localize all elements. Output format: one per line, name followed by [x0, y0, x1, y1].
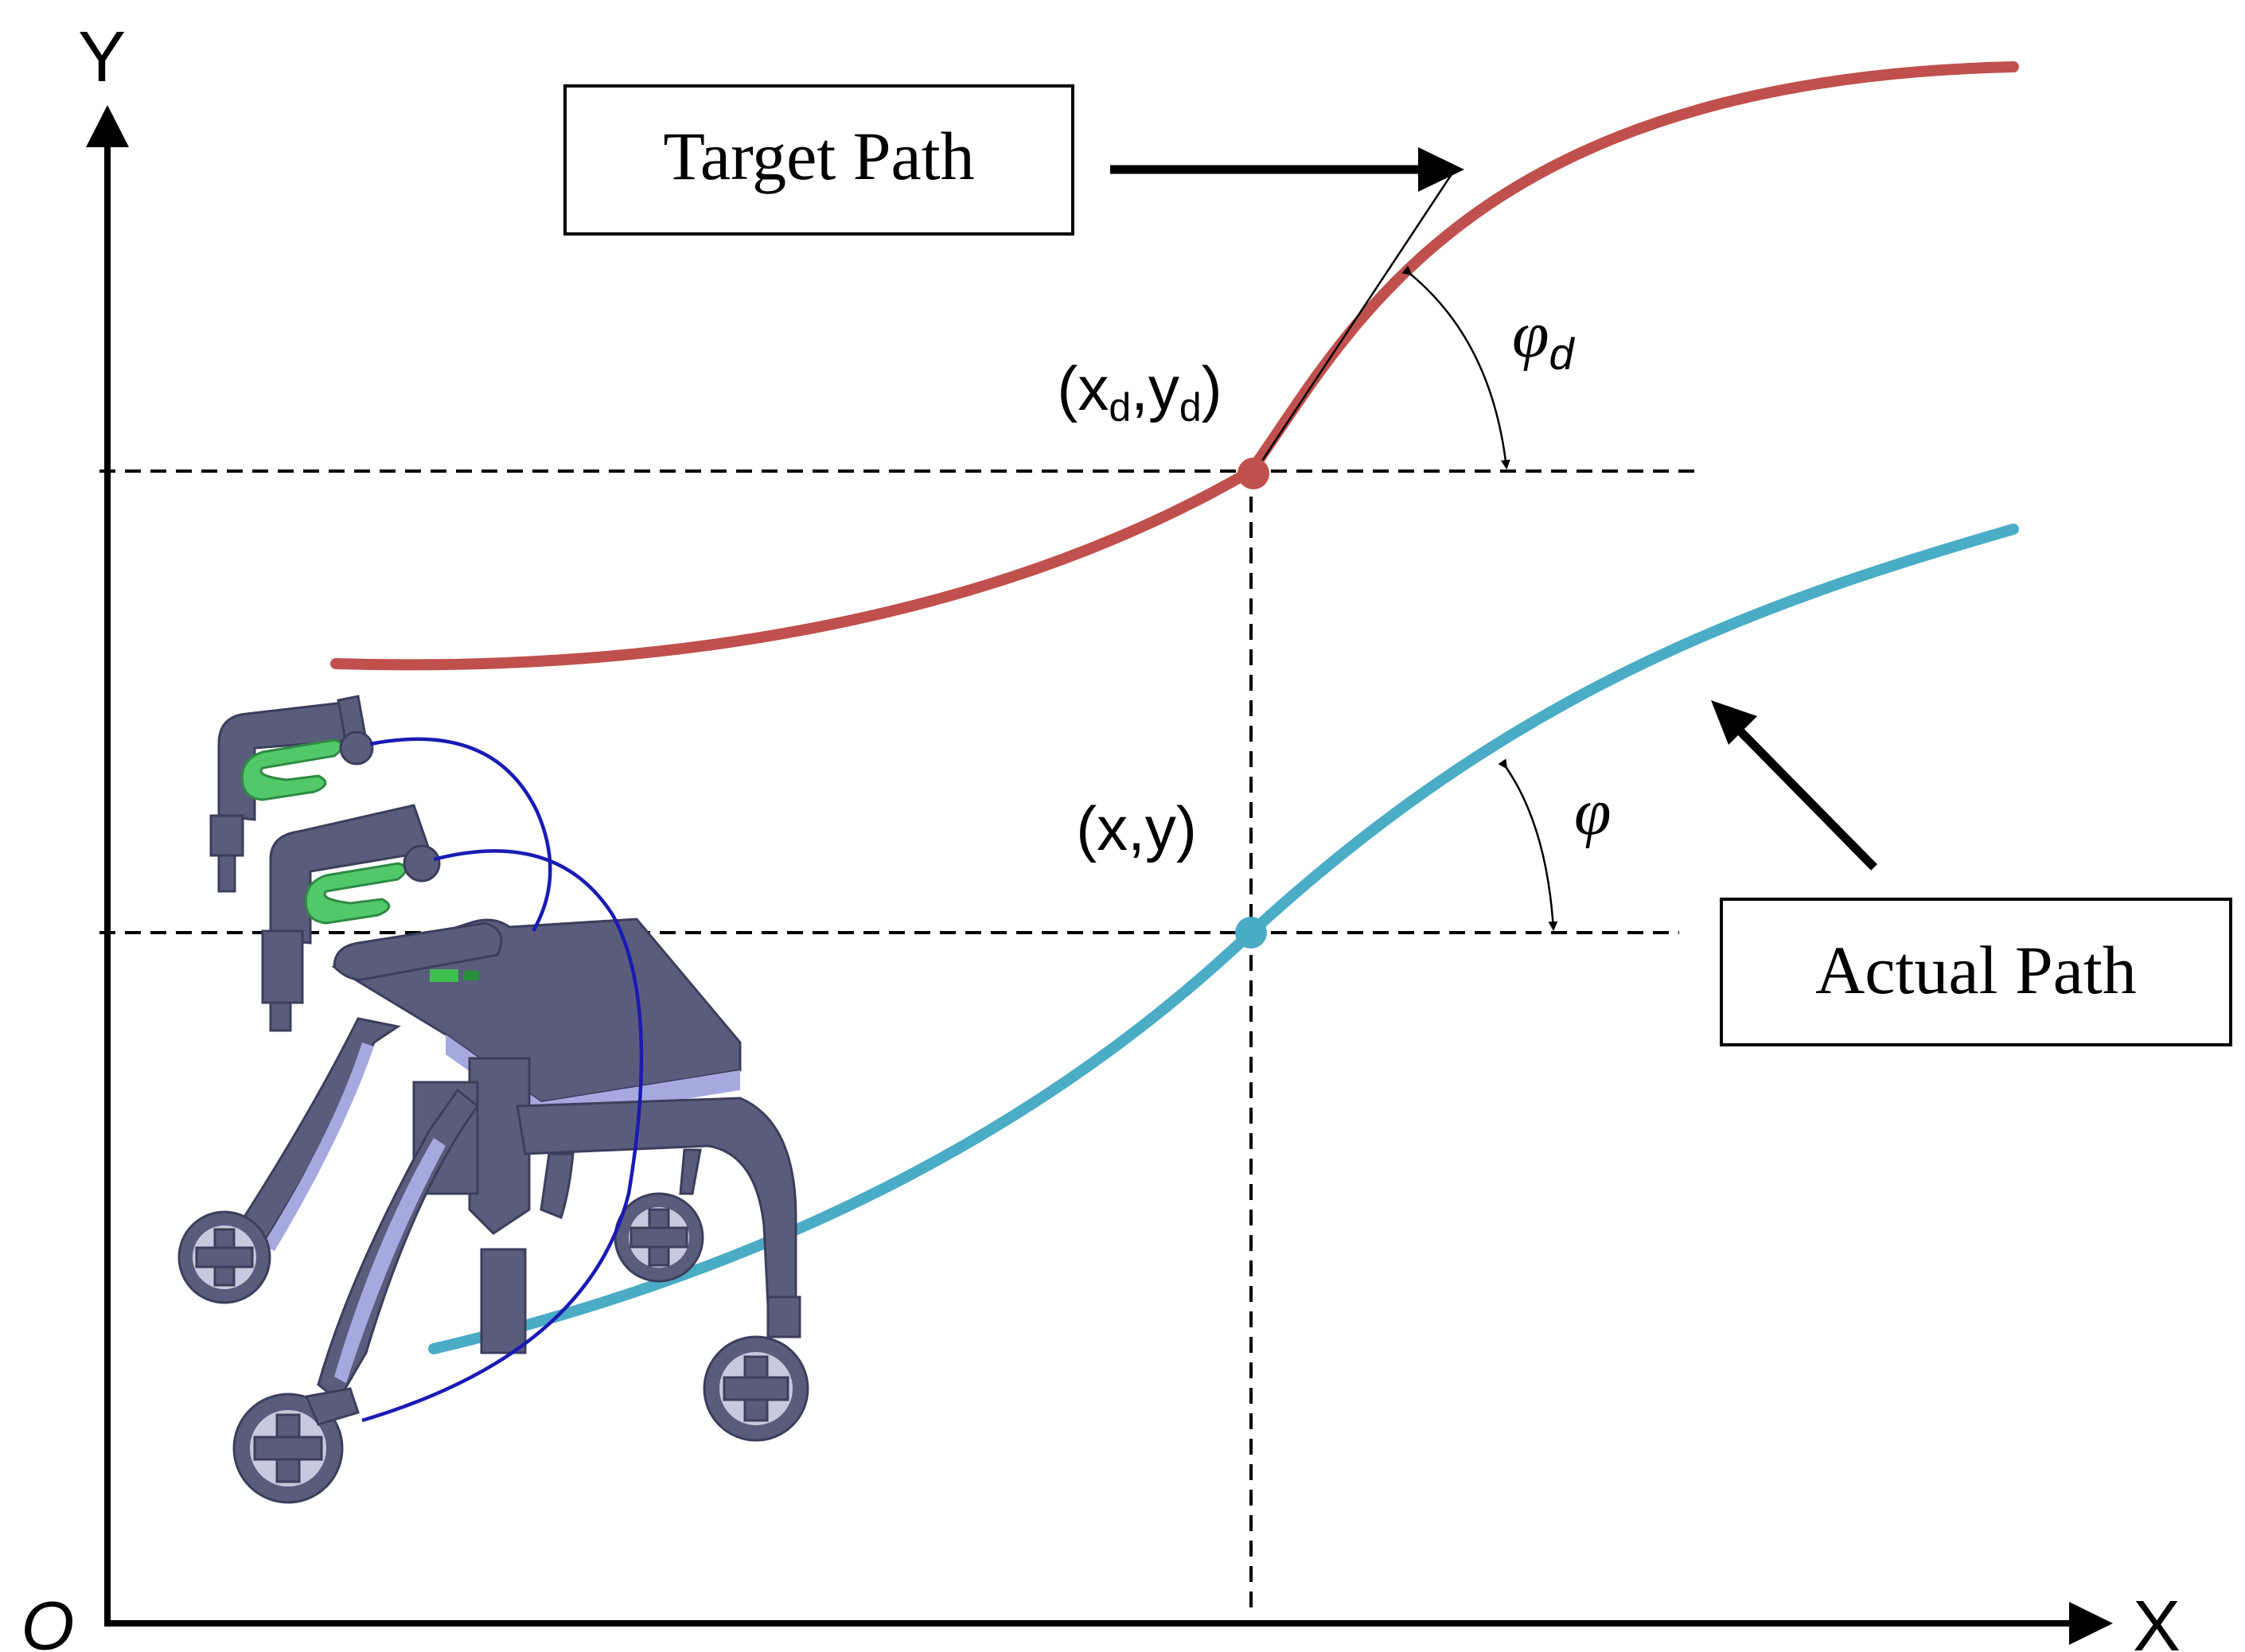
x-axis-arrowhead — [2069, 1602, 2113, 1645]
walker-back-left-wheel — [177, 1210, 271, 1304]
reference-lines — [99, 469, 1695, 1615]
actual-path-callout: Actual Path — [1711, 700, 2232, 1046]
actual-path-label: Actual Path — [1815, 932, 2137, 1008]
actual-point-marker — [1235, 917, 1267, 949]
x-axis-label: X — [2133, 1587, 2181, 1652]
desired-point-label: (xd,yd) — [1057, 353, 1222, 430]
walker-frame — [205, 1017, 801, 1403]
target-path-pointer-arrowhead — [1418, 147, 1464, 192]
walker-front-right-wheel — [703, 1335, 809, 1442]
walker-front-handle — [261, 804, 441, 1032]
angle-arcs — [1401, 265, 1558, 931]
walker-back-handle — [209, 695, 374, 893]
target-tangent-line — [1249, 166, 1458, 478]
y-axis-label: Y — [78, 18, 126, 97]
walker-back-right-wheel — [614, 1192, 704, 1283]
target-angle-arc — [1401, 265, 1510, 469]
actual-angle-label: φ — [1574, 775, 1611, 849]
actual-path-label-box — [1720, 898, 2232, 1046]
target-angle-label: φd — [1512, 298, 1575, 379]
actual-point-label: (x,y) — [1076, 793, 1197, 863]
origin-label: O — [21, 1588, 75, 1652]
target-path-label-box — [563, 84, 1074, 236]
target-path-label: Target Path — [663, 118, 974, 194]
y-axis-arrowhead — [86, 105, 129, 147]
axes: Y X O — [21, 18, 2181, 1652]
actual-path-pointer-arrowhead — [1711, 700, 1757, 745]
rollator-walker-icon — [177, 695, 809, 1504]
target-path-callout: Target Path — [563, 84, 1464, 236]
walker-front-left-wheel — [232, 1387, 360, 1504]
walker-brake-cables — [361, 737, 644, 1423]
walker-seat — [331, 918, 742, 1122]
actual-path-pointer-line — [1732, 723, 1877, 871]
target-point-marker — [1237, 458, 1269, 489]
walker-wheels — [177, 1192, 809, 1504]
actual-angle-arc — [1498, 758, 1558, 931]
